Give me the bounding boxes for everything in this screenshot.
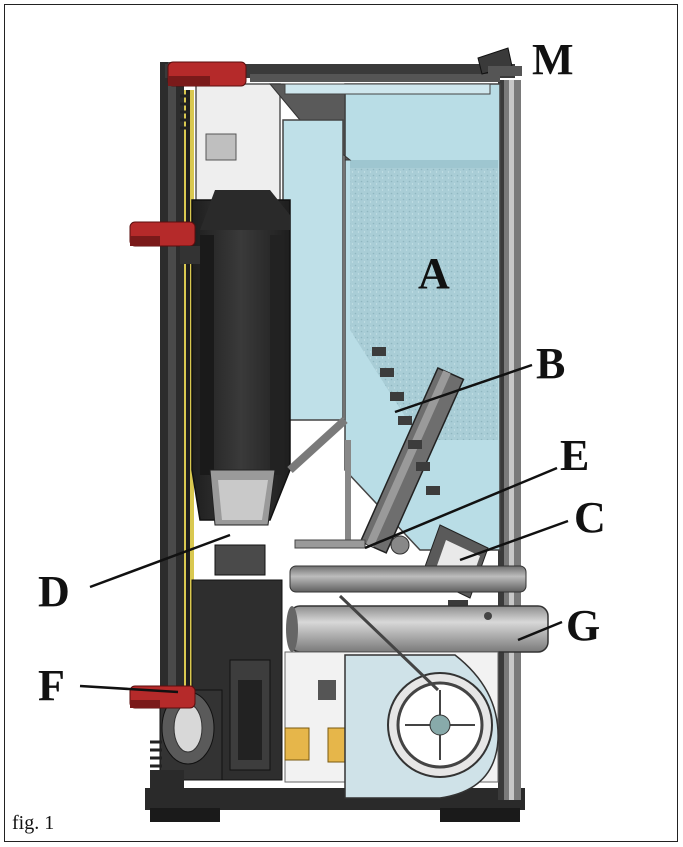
label-D: D (38, 567, 70, 616)
air-intake-tube (289, 565, 527, 593)
label-F: F (38, 661, 65, 710)
red-hinge-top (167, 61, 247, 87)
label-C: C (574, 493, 606, 542)
upper-bracket (205, 133, 237, 161)
support-rod (345, 440, 351, 540)
air-inlet-rod (294, 539, 366, 549)
electrical-box (318, 680, 336, 700)
stove-base (145, 788, 525, 822)
hinge-springs (150, 94, 190, 768)
room-fan (150, 689, 223, 792)
leader-lines (79, 363, 569, 694)
front-panel (160, 62, 194, 790)
rear-panel (498, 80, 521, 800)
blower-duct-line (338, 594, 440, 692)
feed-screw-flights (372, 347, 440, 495)
label-M: M (532, 35, 574, 84)
support-strut (287, 417, 348, 473)
top-cover (165, 64, 515, 82)
combustion-chamber (191, 190, 291, 521)
red-hinge-bottom (129, 685, 196, 709)
feed-screw (359, 366, 465, 554)
label-E: E (560, 431, 590, 480)
label-B: B (536, 339, 566, 388)
label-G: G (566, 601, 601, 650)
yellow-component-left (284, 727, 310, 761)
pellet-hopper (268, 83, 501, 551)
top-handle-component (477, 47, 522, 76)
exhaust-blower (344, 654, 499, 799)
pressure-switch (390, 535, 410, 555)
red-door-handle (129, 221, 200, 264)
label-A: A (418, 249, 450, 298)
burn-pot (209, 469, 276, 576)
figure-frame (4, 4, 678, 842)
figure-caption: fig. 1 (12, 812, 55, 834)
air-duct (282, 119, 344, 421)
exhaust-pipe (286, 605, 549, 653)
